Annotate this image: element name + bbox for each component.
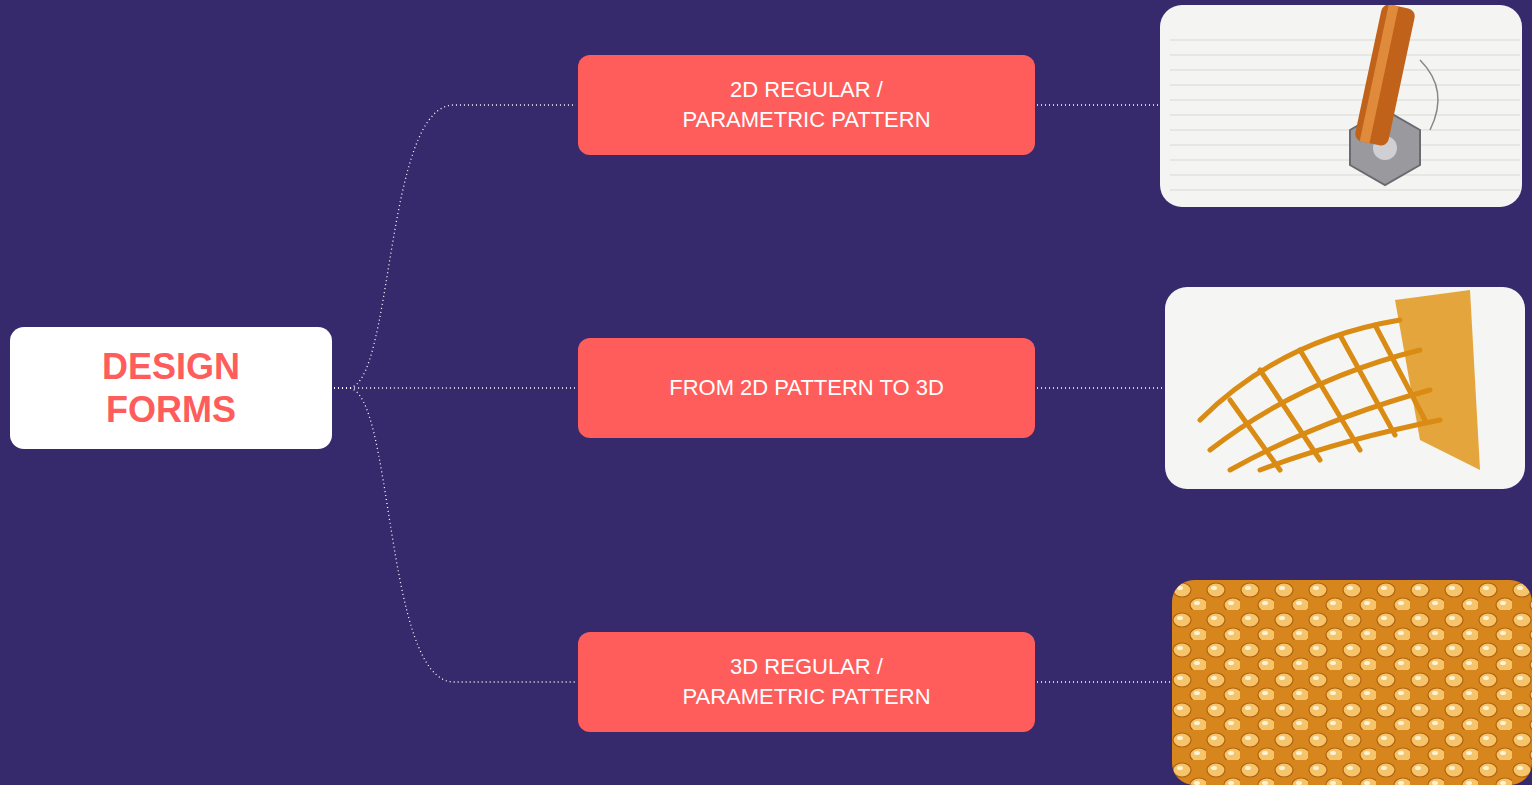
leader-lines (1037, 105, 1170, 682)
photo-3d-pattern (1172, 580, 1532, 785)
branch-label: FROM 2D PATTERN TO 3D (669, 373, 944, 403)
text-group: 2D REGULAR / PARAMETRIC PATTERN (657, 75, 957, 134)
root-label: DESIGN FORMS (71, 345, 271, 431)
dotted-connector (334, 387, 576, 388)
photo-2d-to-3d (1165, 287, 1525, 489)
dotted-connector (334, 105, 576, 388)
text-group: FROM 2D PATTERN TO 3D (669, 373, 944, 403)
branch-box: FROM 2D PATTERN TO 3D (578, 338, 1035, 438)
text-group: DESIGN FORMS (71, 345, 271, 431)
branch-label: 2D REGULAR / PARAMETRIC PATTERN (657, 75, 957, 134)
root-box: DESIGN FORMS (10, 327, 332, 449)
dotted-connector (334, 388, 576, 682)
branch-label: 3D REGULAR / PARAMETRIC PATTERN (657, 652, 957, 711)
text-group: 3D REGULAR / PARAMETRIC PATTERN (657, 652, 957, 711)
photo-2d-print (1160, 5, 1522, 207)
branch-box: 3D REGULAR / PARAMETRIC PATTERN (578, 632, 1035, 732)
branch-box: 2D REGULAR / PARAMETRIC PATTERN (578, 55, 1035, 155)
